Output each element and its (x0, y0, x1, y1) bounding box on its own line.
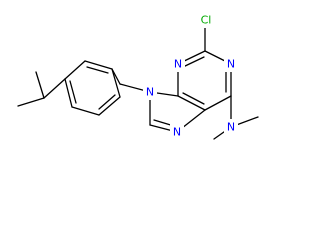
bond-isopropyl-methyl-up (35, 71, 45, 99)
molecule-canvas: Cl N N N N N (17, 12, 259, 140)
chlorine-atom: Cl (196, 12, 216, 28)
chlorine-label: Cl (201, 14, 212, 27)
nitrogen-label-n7: N (173, 126, 181, 139)
bond-benz-1 (84, 60, 113, 70)
bond-isopropyl-methyl-left (17, 97, 45, 107)
bond-layer (17, 26, 259, 140)
nitrogen-label-n1: N (227, 58, 235, 71)
nitrogen-atom-amine: N (224, 119, 238, 135)
bond-benz-double-c (98, 94, 116, 110)
nitrogen-atom-n7: N (170, 124, 184, 140)
atom-label-layer: Cl N N N N N (143, 12, 238, 140)
bond-benz-2 (64, 60, 86, 80)
nitrogen-label-amine: N (227, 121, 235, 134)
bond-benz-3 (64, 78, 73, 108)
bond-benz-double-b (69, 80, 77, 104)
bond-c4-c5 (177, 95, 206, 111)
bond-c2-n3-double (182, 56, 205, 68)
bond-benz-double-a (86, 66, 109, 74)
nitrogen-atom-n9: N (143, 84, 157, 100)
bond-c4-c5-double (182, 92, 205, 105)
bond-benz-5 (98, 96, 121, 116)
nitrogen-label-n9: N (146, 86, 154, 99)
bond-benz-isopropyl (43, 78, 66, 99)
bond-benz-6 (111, 68, 121, 98)
bond-benz-4 (71, 106, 100, 116)
structure-drawing: Cl N N N N N (17, 12, 259, 140)
nitrogen-atom-n1: N (224, 56, 238, 72)
nitrogen-label-n3: N (174, 58, 182, 71)
bond-c5-c6 (204, 95, 232, 111)
nitrogen-atom-n3: N (171, 56, 185, 72)
